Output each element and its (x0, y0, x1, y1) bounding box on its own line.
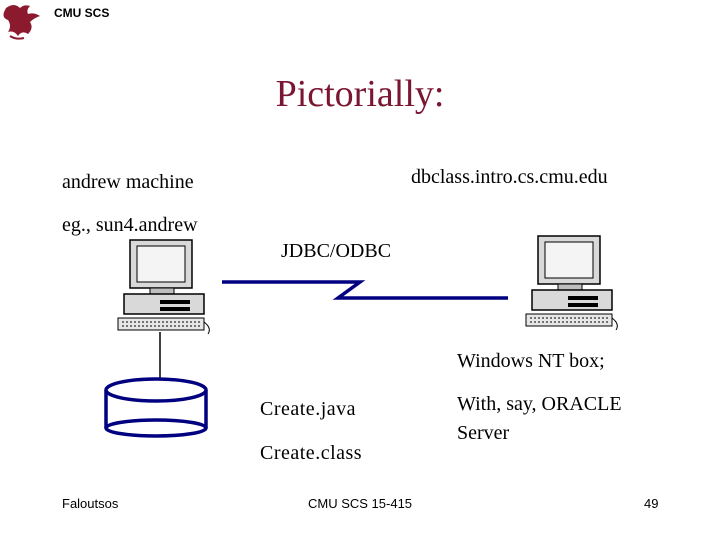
db-desc-line1: With, say, ORACLE (457, 393, 622, 415)
footer-author: Faloutsos (62, 496, 119, 511)
client-name-label: andrew machine (62, 171, 194, 193)
footer-course: CMU SCS 15-415 (308, 496, 413, 511)
dragon-icon (3, 5, 40, 40)
slide-title: Pictorially: (275, 73, 445, 115)
client-example-label: eg., sun4.andrew (62, 214, 198, 236)
logo (0, 0, 44, 42)
connection-label: JDBC/ODBC (281, 240, 392, 262)
footer-page-number: 49 (644, 496, 659, 511)
server-computer-icon (525, 235, 618, 331)
jdbc-connection-line (222, 280, 508, 300)
server-name-label: dbclass.intro.cs.cmu.edu (411, 166, 608, 188)
org-header: CMU SCS (54, 6, 110, 20)
server-desc-label: Windows NT box; (457, 350, 605, 372)
database-cylinder-icon (104, 377, 208, 438)
db-desc-line2: Server (457, 422, 510, 444)
file-class-label: Create.class (260, 442, 363, 464)
file-java-label: Create.java (260, 398, 356, 420)
client-computer-icon (117, 239, 210, 335)
